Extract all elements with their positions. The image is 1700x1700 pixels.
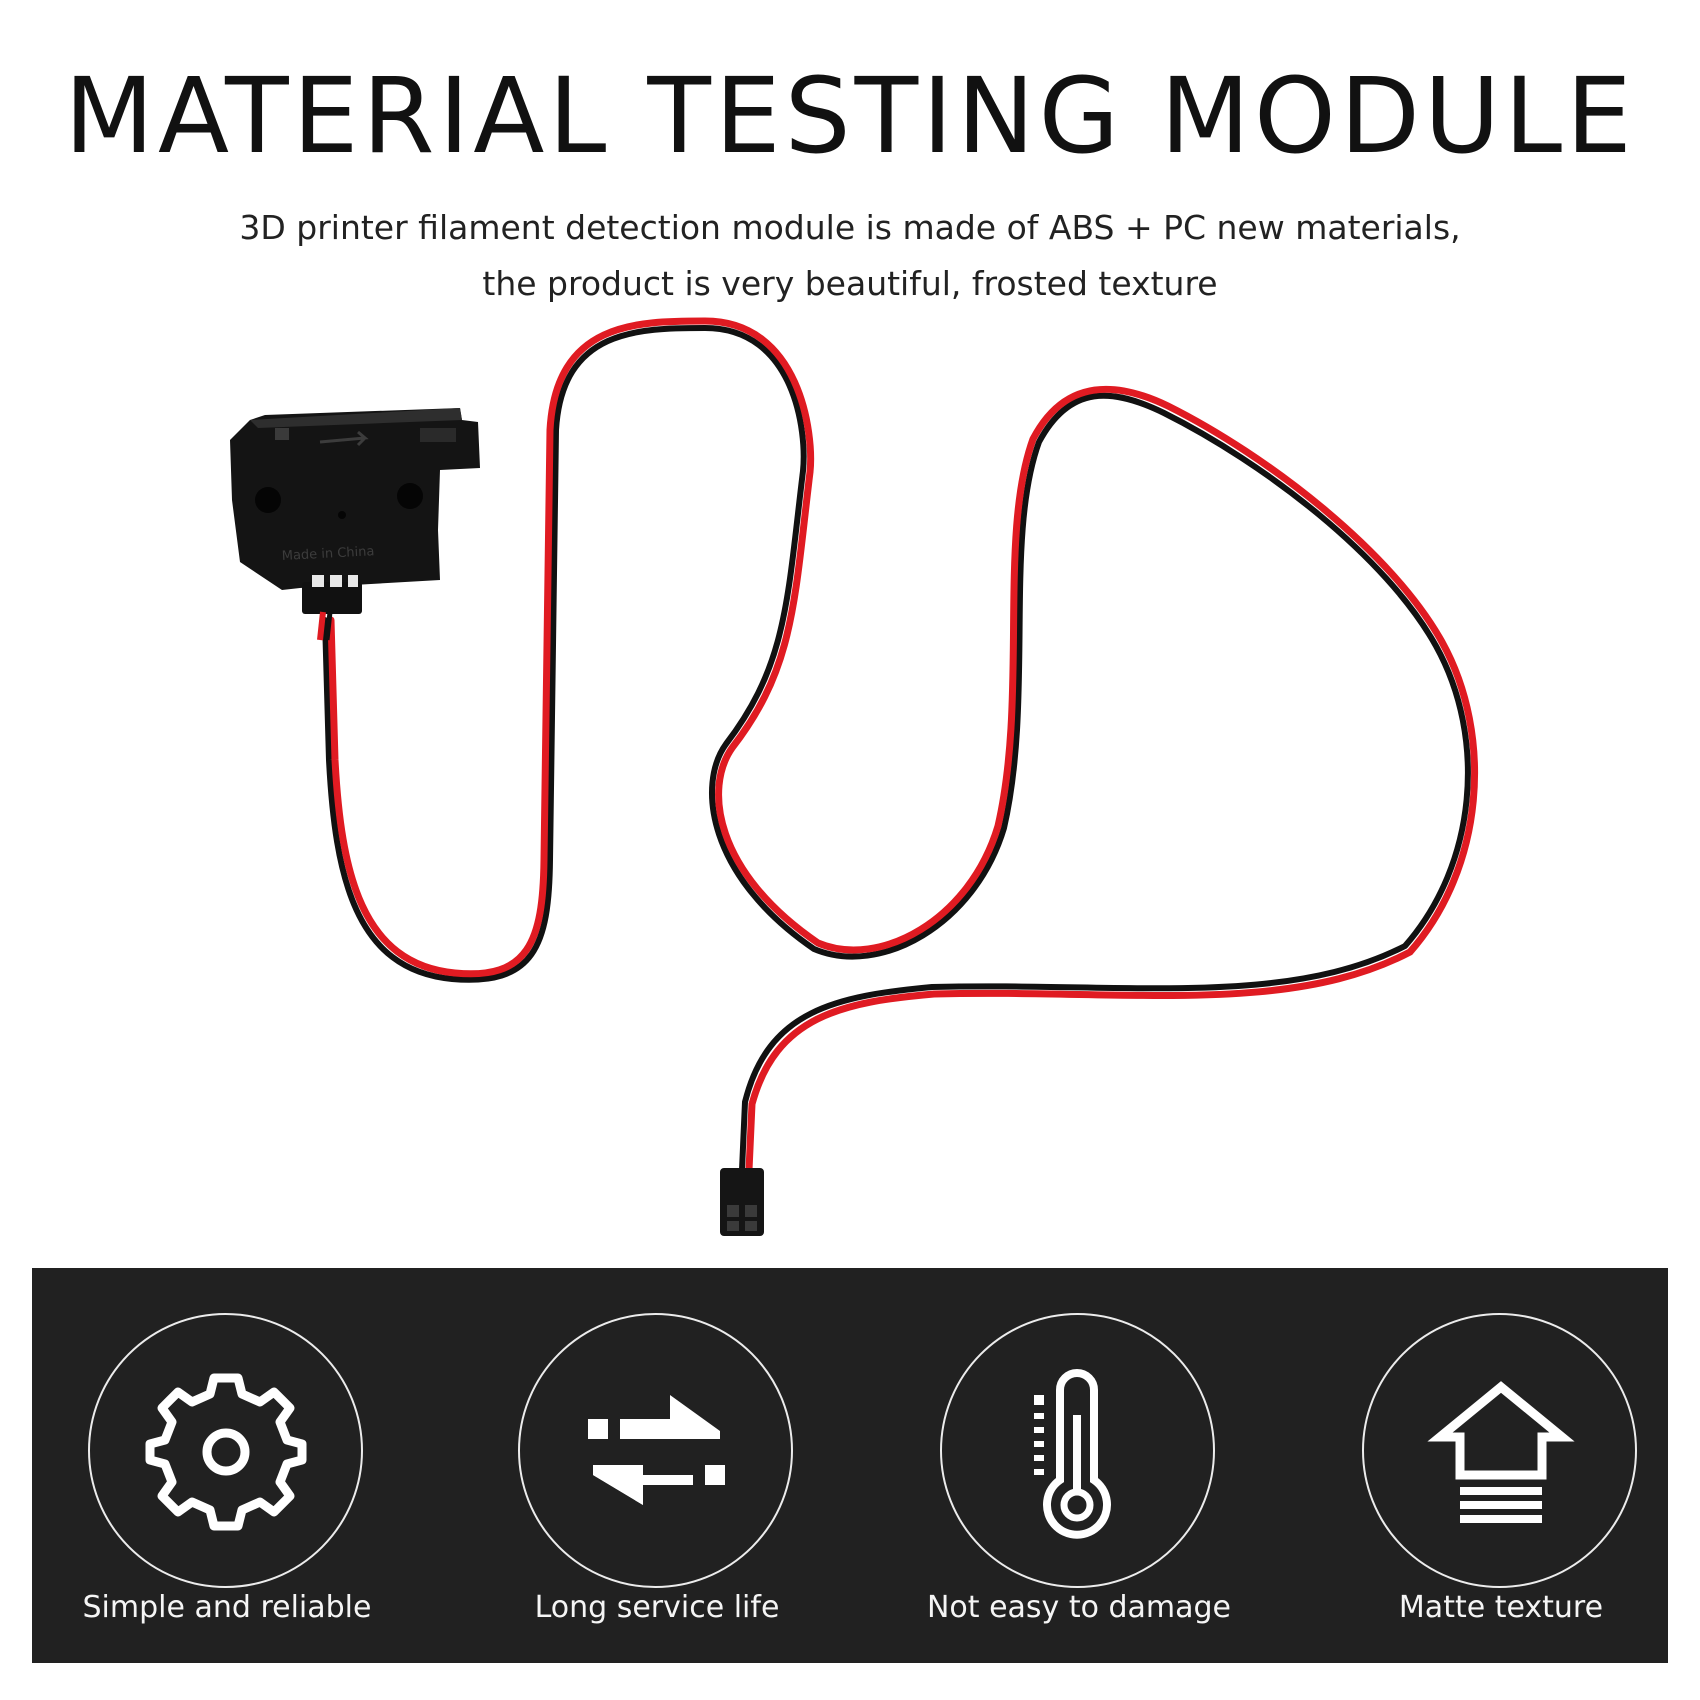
- feature-label: Not easy to damage: [926, 1590, 1232, 1625]
- feature-circle: [1362, 1313, 1637, 1588]
- feature-item-simple-reliable: Simple and reliable: [32, 1268, 441, 1663]
- module-imprint: Made in China: [281, 544, 374, 564]
- detection-module: Made in China: [230, 408, 480, 614]
- page-subtitle: 3D printer filament detection module is …: [0, 200, 1700, 312]
- product-photo: Made in China: [230, 317, 1479, 1236]
- feature-circle: [940, 1313, 1215, 1588]
- feature-item-long-service-life: Long service life: [462, 1268, 871, 1663]
- features-band: Simple and reliable Long service life: [32, 1268, 1668, 1663]
- feature-item-matte-texture: Matte texture: [1306, 1268, 1700, 1663]
- end-connector: [720, 1168, 764, 1236]
- feature-circle: [518, 1313, 793, 1588]
- exchange-arrows-icon: [588, 1395, 725, 1505]
- cable-white-wire: [314, 329, 1467, 1176]
- feature-label: Long service life: [534, 1590, 780, 1625]
- feature-item-not-easy-to-damage: Not easy to damage: [884, 1268, 1293, 1663]
- page-title: MATERIAL TESTING MODULE: [64, 55, 1636, 177]
- feature-label: Simple and reliable: [82, 1590, 372, 1625]
- cable-red-wire: [327, 317, 1479, 1174]
- feature-label: Matte texture: [1398, 1590, 1604, 1625]
- cable-black-wire: [322, 325, 1471, 1173]
- thermometer-icon: [1034, 1369, 1111, 1539]
- gear-icon: [145, 1373, 307, 1531]
- subtitle-line-1: 3D printer filament detection module is …: [239, 208, 1461, 247]
- house-arrow-icon: [1427, 1381, 1575, 1523]
- feature-circle: [88, 1313, 363, 1588]
- subtitle-line-2: the product is very beautiful, frosted t…: [482, 264, 1218, 303]
